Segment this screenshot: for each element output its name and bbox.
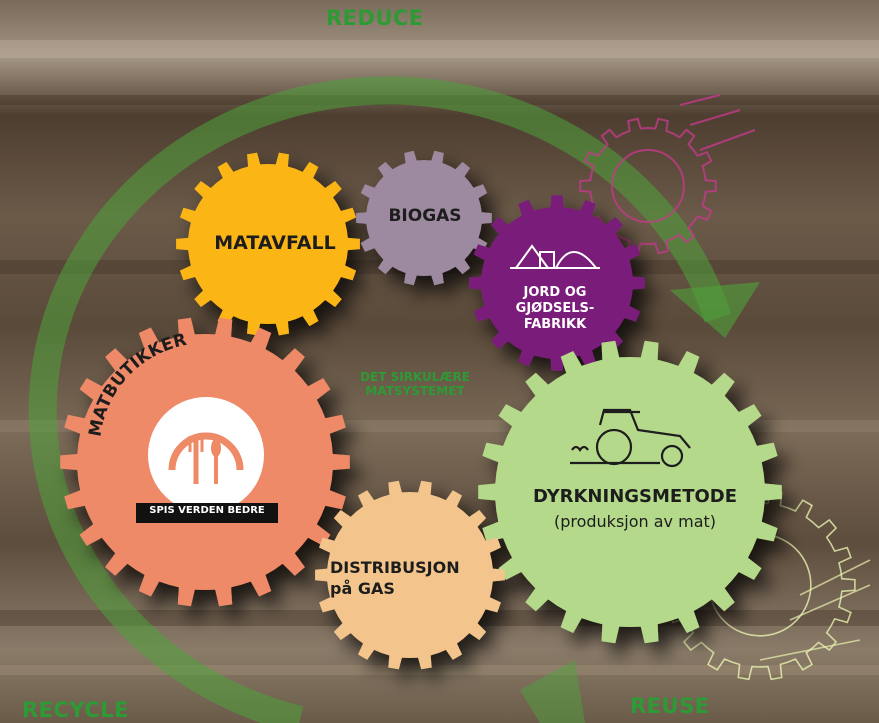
jord-label: JORD OG GJØDSELS- FABRIKK <box>500 285 610 333</box>
biogas-gear <box>356 150 492 286</box>
distribusjon-line1: DISTRIBUSJON <box>330 558 460 577</box>
speed-lines-bottom <box>759 559 871 661</box>
reduce-label: REDUCE <box>326 6 424 30</box>
outline-gear-hub-1 <box>611 149 685 223</box>
jord-gear <box>469 195 645 371</box>
jord-label-line3: FABRIKK <box>523 317 587 332</box>
center-title-line1: DET SIRKULÆRE <box>360 370 470 384</box>
biogas-label: BIOGAS <box>388 206 462 226</box>
slogan-text: SPIS VERDEN BEDRE <box>149 505 265 516</box>
dyrking-subtitle: (produksjon av mat) <box>553 512 717 531</box>
dyrking-title: DYRKNINGSMETODE <box>532 486 738 507</box>
facility-icon <box>510 244 600 269</box>
distribusjon-line2: på GAS <box>330 579 395 598</box>
center-title: DET SIRKULÆRE MATSYSTEMET <box>340 370 490 398</box>
distribusjon-label: DISTRIBUSJON på GAS <box>330 557 490 599</box>
outline-gear-1 <box>579 117 717 255</box>
center-title-line2: MATSYSTEMET <box>365 384 465 398</box>
distribusjon-gear <box>315 480 505 670</box>
recycle-label: RECYCLE <box>22 698 130 722</box>
dyrking-gear <box>478 340 782 644</box>
matavfall-gear <box>176 152 360 336</box>
cycle-arrow <box>28 76 760 723</box>
slogan-badge <box>136 503 278 523</box>
tractor-icon <box>570 408 691 468</box>
plate-cutlery-icon <box>148 397 264 513</box>
jord-label-line1: JORD OG <box>523 285 587 300</box>
matavfall-label: MATAVFALL <box>214 232 336 254</box>
reuse-label: REUSE <box>630 694 710 718</box>
jord-label-line2: GJØDSELS- <box>515 301 595 316</box>
speed-lines-top <box>679 94 756 151</box>
